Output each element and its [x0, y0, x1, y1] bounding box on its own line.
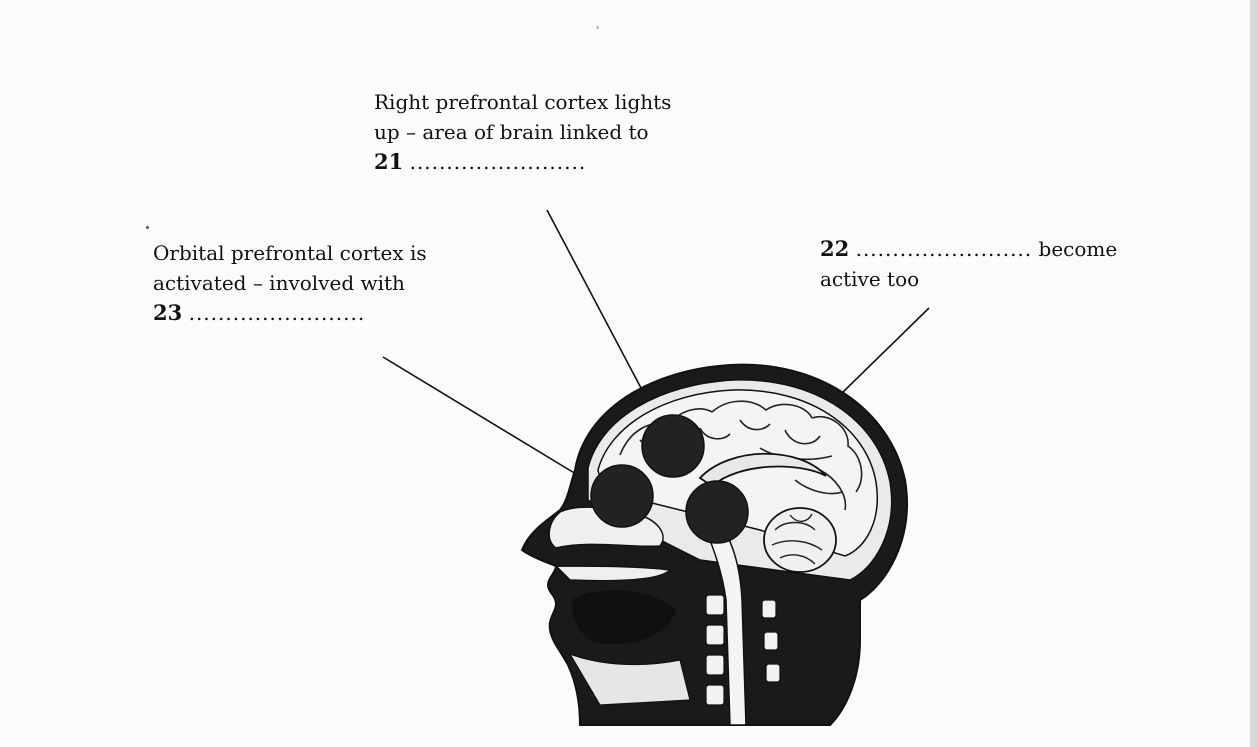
region-orbital-prefrontal — [591, 465, 653, 527]
leader-line-22 — [843, 308, 929, 392]
scan-speck — [596, 26, 599, 29]
region-right-prefrontal — [642, 415, 704, 477]
label-23-line2: activated – involved with — [153, 268, 427, 298]
cerebellum — [764, 508, 836, 572]
label-21: Right prefrontal cortex lights up – area… — [374, 87, 671, 177]
label-22-line2: active too — [820, 264, 1117, 294]
question-number-23: 23 — [153, 300, 182, 325]
question-number-22: 22 — [820, 236, 849, 261]
leader-line-23 — [383, 357, 576, 474]
label-23: Orbital prefrontal cortex is activated –… — [153, 238, 427, 328]
region-22 — [686, 481, 748, 543]
answer-blank-23[interactable]: ........................ — [189, 301, 366, 325]
label-23-line1: Orbital prefrontal cortex is — [153, 238, 427, 268]
answer-blank-22[interactable]: ........................ — [856, 237, 1033, 261]
label-22: 22 ........................ become activ… — [820, 234, 1117, 294]
page-edge — [1250, 0, 1257, 747]
label-22-tail: become — [1039, 237, 1118, 261]
leader-line-21 — [547, 210, 641, 388]
scan-speck — [146, 226, 149, 229]
question-number-21: 21 — [374, 149, 403, 174]
answer-blank-21[interactable]: ........................ — [410, 150, 587, 174]
label-21-line1: Right prefrontal cortex lights — [374, 87, 671, 117]
label-21-line2: up – area of brain linked to — [374, 117, 671, 147]
